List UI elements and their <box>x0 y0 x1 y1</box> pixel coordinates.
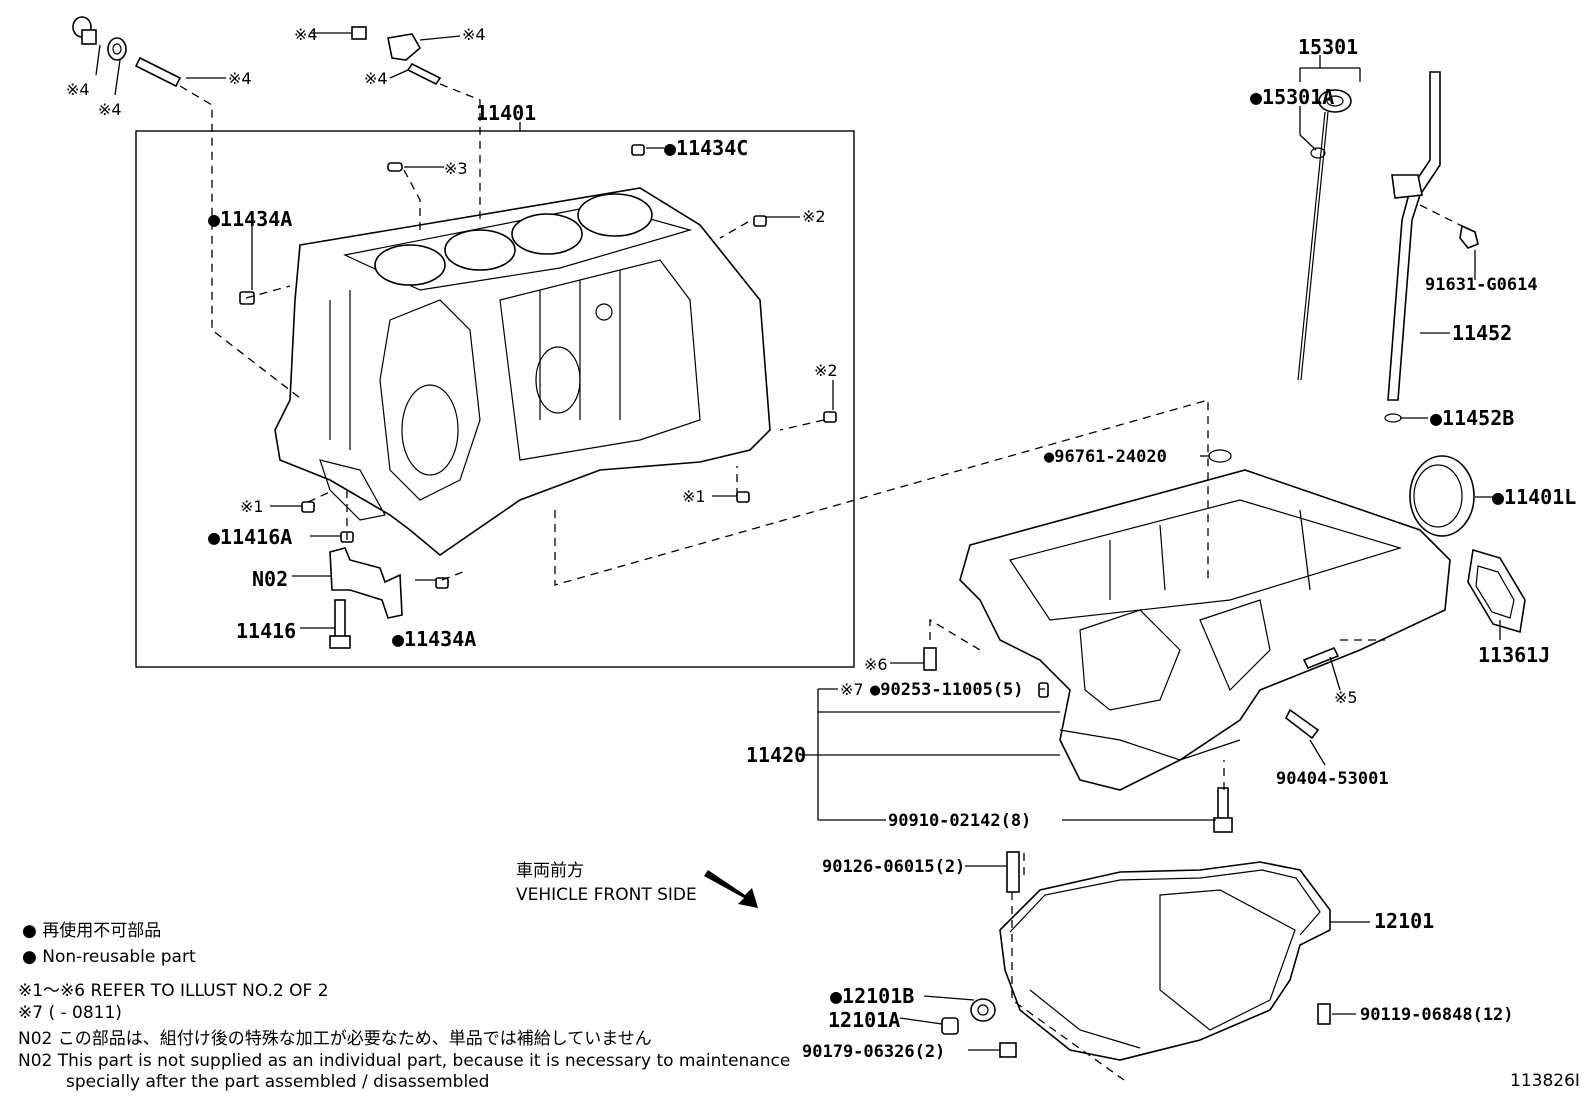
part-label-90126-06015: 90126-06015(2) <box>822 857 965 877</box>
ref-mark: ※2 <box>814 361 838 380</box>
ref-mark: ※1 <box>240 497 264 516</box>
stud-bolt <box>134 56 182 88</box>
dowel-pin <box>301 501 315 513</box>
part-label-90910-02142: 90910-02142(8) <box>888 811 1031 831</box>
oil-seal-retainer <box>1467 548 1526 634</box>
legend-ref7-note: ※7 ( - 0811) <box>18 1003 122 1023</box>
stiffening-crankcase <box>959 469 1451 791</box>
ref-mark: ※4 <box>462 25 486 44</box>
front-direction-en: VEHICLE FRONT SIDE <box>516 885 697 905</box>
oil-pressure-switch <box>1284 708 1320 740</box>
legend-non-reusable-jp: ● 再使用不可部品 <box>22 920 161 941</box>
ref-mark: ※6 <box>864 655 888 674</box>
part-label-12101B: ●12101B <box>830 984 914 1008</box>
bolt <box>1302 646 1340 670</box>
gasket <box>970 998 996 1022</box>
dowel-pin <box>753 215 767 227</box>
part-label-11434C: ●11434C <box>664 136 748 160</box>
bolt <box>999 1042 1017 1058</box>
part-label-90253-11005: ●90253-11005(5) <box>870 680 1024 700</box>
part-label-11452B: ●11452B <box>1430 406 1514 430</box>
legend-n02-jp: N02 この部品は、組付け後の特殊な加工が必要なため、単品では補給していません <box>18 1029 652 1049</box>
bearing-cap <box>329 547 403 619</box>
bolt <box>1317 1003 1331 1025</box>
washer <box>107 37 127 61</box>
ref-mark: ※5 <box>1334 688 1358 707</box>
part-label-11452: 11452 <box>1452 321 1512 345</box>
ref-mark: ※7 <box>840 680 864 699</box>
part-label-90179-06326: 90179-06326(2) <box>802 1042 945 1062</box>
ref-mark: ※3 <box>444 159 468 178</box>
dowel-pin <box>823 411 837 423</box>
ref-mark: ※4 <box>364 69 388 88</box>
bearing-cap-bolt <box>334 599 346 639</box>
part-label-11361J: 11361J <box>1478 643 1550 667</box>
part-label-11416: 11416 <box>236 619 296 643</box>
front-direction-jp: 車両前方 <box>516 861 584 881</box>
part-label-12101: 12101 <box>1374 909 1434 933</box>
stud-bolt <box>1217 787 1229 821</box>
pin <box>1038 682 1049 698</box>
oil-pan <box>999 861 1331 1061</box>
vehicle-front-arrow-icon <box>704 870 758 908</box>
part-label-11401: 11401 <box>476 101 536 125</box>
part-label-15301A: ●15301A <box>1250 85 1334 109</box>
legend: ● 再使用不可部品 ● Non-reusable part ※1～※6 REFE… <box>18 920 790 1092</box>
part-label-90404-53001: 90404-53001 <box>1276 769 1389 789</box>
part-label-90119-06848: 90119-06848(12) <box>1360 1005 1514 1025</box>
cylinder-block <box>274 187 771 557</box>
part-label-11434A-bottom: ●11434A <box>392 627 476 651</box>
oil-level-gauge-guide <box>1384 71 1479 423</box>
legend-non-reusable-en: ● Non-reusable part <box>22 947 196 967</box>
drain-plug <box>941 1017 959 1035</box>
part-label-11401L: ●11401L <box>1492 485 1576 509</box>
bracket <box>387 33 422 61</box>
legend-n02-en: N02 This part is not supplied as an indi… <box>18 1051 790 1071</box>
ref-mark: ※4 <box>228 69 252 88</box>
stud-bolt <box>406 62 442 86</box>
ref-mark: ※1 <box>682 487 706 506</box>
bolt <box>923 647 937 671</box>
part-label-91631-G0614: 91631-G0614 <box>1425 275 1538 295</box>
block-assembly-frame <box>135 130 855 668</box>
nut <box>351 26 367 40</box>
stud-bolt <box>1006 851 1020 893</box>
plug <box>387 162 403 172</box>
part-label-11416A: ●11416A <box>208 525 292 549</box>
dowel-pin <box>435 577 449 589</box>
part-label-96761-24020: ●96761-24020 <box>1044 447 1167 467</box>
part-label-12101A: 12101A <box>828 1008 900 1032</box>
part-label-15301: 15301 <box>1298 35 1358 59</box>
legend-refer-note: ※1～※6 REFER TO ILLUST NO.2 OF 2 <box>18 981 329 1001</box>
ref-mark: ※4 <box>66 80 90 99</box>
o-ring <box>1208 449 1232 463</box>
leader-lines <box>95 32 1501 1051</box>
dowel-pin <box>736 491 750 503</box>
ref-mark: ※4 <box>294 25 318 44</box>
rear-oil-seal <box>1409 455 1475 537</box>
dowel-pin <box>631 144 645 156</box>
illustration-id: 113826I <box>1510 1071 1580 1091</box>
part-label-N02: N02 <box>252 567 288 591</box>
oil-level-gauge <box>1297 89 1352 381</box>
alignment-lines <box>179 83 1463 1081</box>
ref-mark: ※2 <box>802 207 826 226</box>
ref-mark: ※4 <box>98 100 122 119</box>
legend-n02-en-cont: specially after the part assembled / dis… <box>66 1072 489 1092</box>
part-label-11434A-top: ●11434A <box>208 207 292 231</box>
part-label-11420: 11420 <box>746 743 806 767</box>
